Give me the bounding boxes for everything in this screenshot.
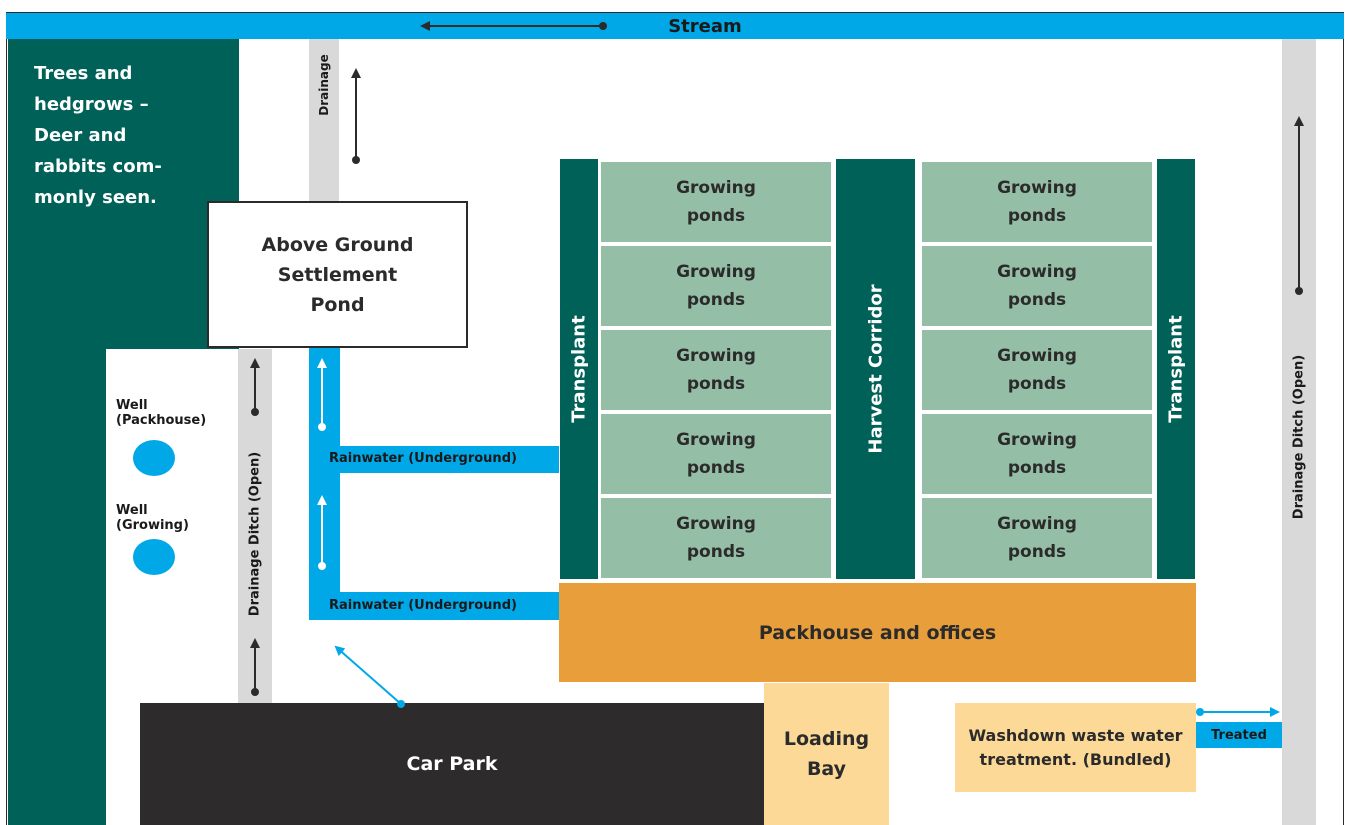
well-growing-label: Well (Growing) [116, 503, 189, 533]
growing-pond-label: Growing ponds [676, 346, 756, 394]
washdown-label: Washdown waste water treatment. (Bundled… [968, 725, 1183, 769]
treated-outflow-arrow [1196, 707, 1280, 717]
growing-pond-label: Growing ponds [997, 262, 1077, 310]
site-frame [6, 12, 1344, 825]
growing-pond-label: Growing ponds [997, 346, 1077, 394]
well-growing [133, 539, 175, 575]
rainwater-arrow-upper [317, 358, 327, 431]
growing-pond-label: Growing ponds [676, 430, 756, 478]
growing-pond-label: Growing ponds [676, 262, 756, 310]
packhouse-label: Packhouse and offices [758, 621, 997, 644]
rainwater-arrow-lower [317, 495, 327, 570]
rainwater-pipe-upper: Rainwater (Underground) [309, 446, 559, 473]
car-park-runoff-arrow [334, 645, 405, 708]
transplant-left: Transplant [560, 159, 598, 579]
drainage-top: Drainage [309, 39, 339, 202]
rainwater-pipe-lower: Rainwater (Underground) [309, 592, 559, 620]
growing-pond-left-3: Growing ponds [601, 330, 831, 410]
drainage-ditch-left-arrow-upper [250, 358, 260, 416]
well-packhouse-label: Well (Packhouse) [116, 398, 207, 428]
loading-bay-label: Loading Bay [783, 728, 870, 780]
rainwater-upper-label: Rainwater (Underground) [329, 451, 517, 466]
rainwater-lower-label: Rainwater (Underground) [329, 598, 517, 613]
growing-pond-right-1: Growing ponds [922, 162, 1152, 242]
well-packhouse [133, 440, 175, 476]
stream-flow-arrow [420, 21, 607, 31]
growing-pond-right-5: Growing ponds [922, 498, 1152, 578]
settlement-pond: Above Ground Settlement Pond [207, 201, 468, 348]
rainwater-vertical-pipe [309, 348, 340, 620]
treated-label: Treated [1211, 727, 1267, 743]
car-park-label: Car Park [406, 753, 498, 775]
growing-pond-label: Growing ponds [997, 178, 1077, 226]
loading-bay: Loading Bay [764, 683, 889, 825]
treated-pipe: Treated [1196, 722, 1282, 748]
drainage-ditch-right-arrow [1294, 116, 1304, 295]
growing-pond-right-2: Growing ponds [922, 246, 1152, 326]
harvest-corridor: Harvest Corridor [836, 159, 915, 579]
growing-pond-label: Growing ponds [676, 514, 756, 562]
growing-pond-left-1: Growing ponds [601, 162, 831, 242]
growing-pond-label: Growing ponds [676, 178, 756, 226]
transplant-right: Transplant [1157, 159, 1195, 579]
car-park: Car Park [140, 703, 764, 825]
stream: Stream [6, 13, 1344, 39]
growing-pond-left-5: Growing ponds [601, 498, 831, 578]
growing-pond-left-4: Growing ponds [601, 414, 831, 494]
settlement-pond-label: Above Ground Settlement Pond [261, 233, 414, 316]
drainage-ditch-left-arrow-lower [250, 638, 260, 696]
trees-label: Trees and hedgrows – Deer and rabbits co… [34, 63, 162, 208]
stream-label: Stream [668, 15, 742, 37]
growing-pond-label: Growing ponds [997, 514, 1077, 562]
growing-pond-left-2: Growing ponds [601, 246, 831, 326]
trees-area-strip [8, 349, 106, 825]
growing-pond-label: Growing ponds [997, 430, 1077, 478]
growing-pond-right-3: Growing ponds [922, 330, 1152, 410]
growing-pond-right-4: Growing ponds [922, 414, 1152, 494]
drainage-top-arrow [351, 68, 361, 164]
trees-area-top [8, 39, 239, 349]
packhouse: Packhouse and offices [559, 583, 1196, 682]
washdown-treatment: Washdown waste water treatment. (Bundled… [955, 703, 1196, 792]
